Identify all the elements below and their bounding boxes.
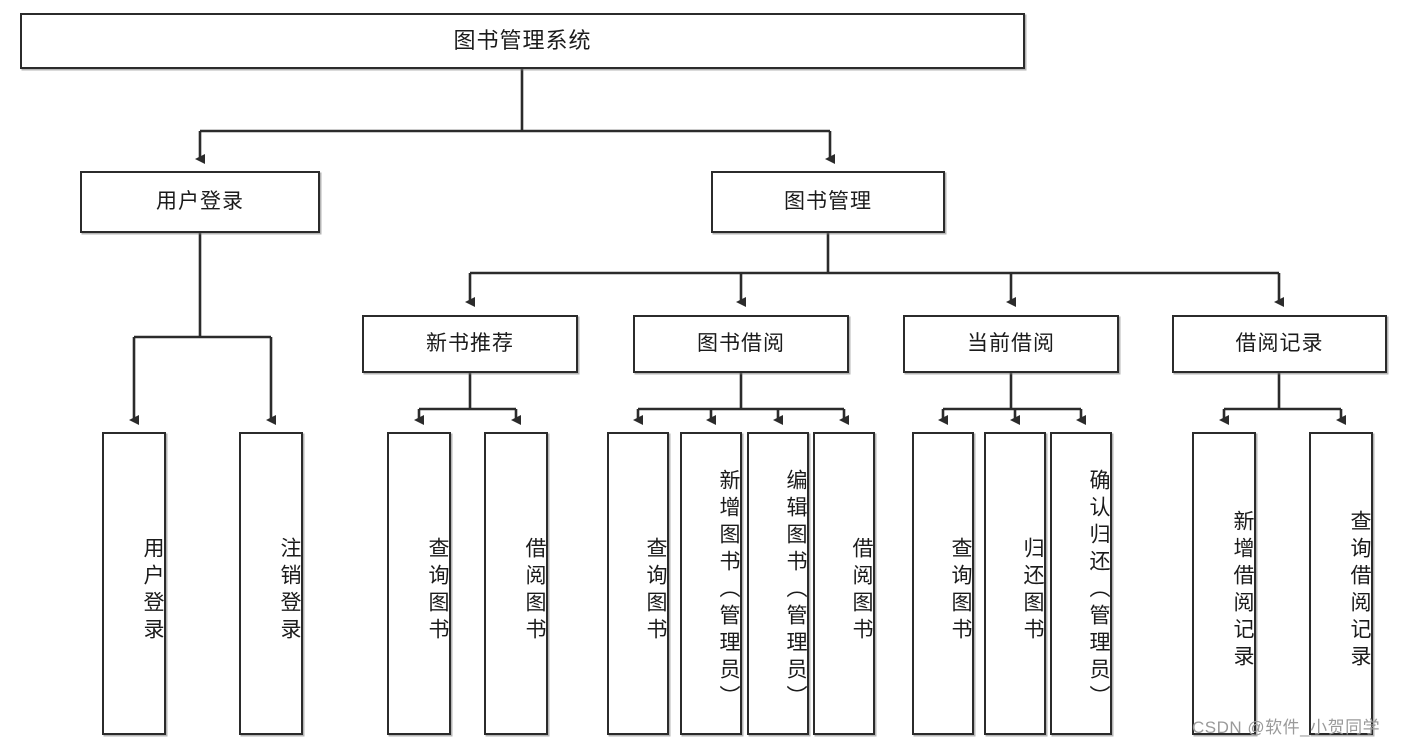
leaf-query-book-current[interactable]: 查询图书 [912,432,974,735]
leaf-query-borrow-record-label: 查询借阅记录 [1348,509,1371,672]
leaf-add-borrow-record-label: 新增借阅记录 [1231,509,1254,672]
leaf-borrow-book-recommend-label: 借阅图书 [523,536,546,645]
node-borrow-record-label: 借阅记录 [1235,332,1324,356]
leaf-return-book-label: 归还图书 [1021,536,1044,645]
leaf-query-book-current-label: 查询图书 [949,536,972,645]
leaf-user-login[interactable]: 用户登录 [102,432,166,735]
node-book-borrow-label: 图书借阅 [697,332,785,356]
leaf-borrow-book[interactable]: 借阅图书 [813,432,875,735]
leaf-edit-book-admin-label: 编辑图书（管理员） [784,469,807,712]
leaf-user-login-label: 用户登录 [141,536,164,645]
leaf-borrow-book-recommend[interactable]: 借阅图书 [484,432,548,735]
node-new-book-recommend[interactable]: 新书推荐 [362,315,578,373]
leaf-query-book-borrow-label: 查询图书 [644,536,667,645]
node-new-book-recommend-label: 新书推荐 [426,332,514,356]
leaf-borrow-book-label: 借阅图书 [850,536,873,645]
node-book-management[interactable]: 图书管理 [711,171,945,233]
node-current-borrow[interactable]: 当前借阅 [903,315,1119,373]
leaf-logout[interactable]: 注销登录 [239,432,303,735]
leaf-logout-label: 注销登录 [278,536,301,645]
leaf-query-book-recommend[interactable]: 查询图书 [387,432,451,735]
node-root-label: 图书管理系统 [453,27,592,53]
leaf-query-book-recommend-label: 查询图书 [426,536,449,645]
node-root[interactable]: 图书管理系统 [20,13,1025,69]
node-book-borrow[interactable]: 图书借阅 [633,315,849,373]
node-book-management-label: 图书管理 [784,190,872,214]
leaf-return-book[interactable]: 归还图书 [984,432,1046,735]
leaf-query-book-borrow[interactable]: 查询图书 [607,432,669,735]
leaf-add-borrow-record[interactable]: 新增借阅记录 [1192,432,1256,735]
leaf-add-book-admin-label: 新增图书（管理员） [717,469,740,712]
leaf-query-borrow-record[interactable]: 查询借阅记录 [1309,432,1373,735]
watermark-text: CSDN @软件_小贺同学 [1192,718,1381,737]
leaf-confirm-return-admin[interactable]: 确认归还（管理员） [1050,432,1112,735]
leaf-edit-book-admin[interactable]: 编辑图书（管理员） [747,432,809,735]
node-user-login[interactable]: 用户登录 [80,171,320,233]
leaf-confirm-return-admin-label: 确认归还（管理员） [1087,469,1110,712]
node-borrow-record[interactable]: 借阅记录 [1172,315,1387,373]
node-current-borrow-label: 当前借阅 [967,332,1055,356]
leaf-add-book-admin[interactable]: 新增图书（管理员） [680,432,742,735]
node-user-login-label: 用户登录 [156,190,244,214]
